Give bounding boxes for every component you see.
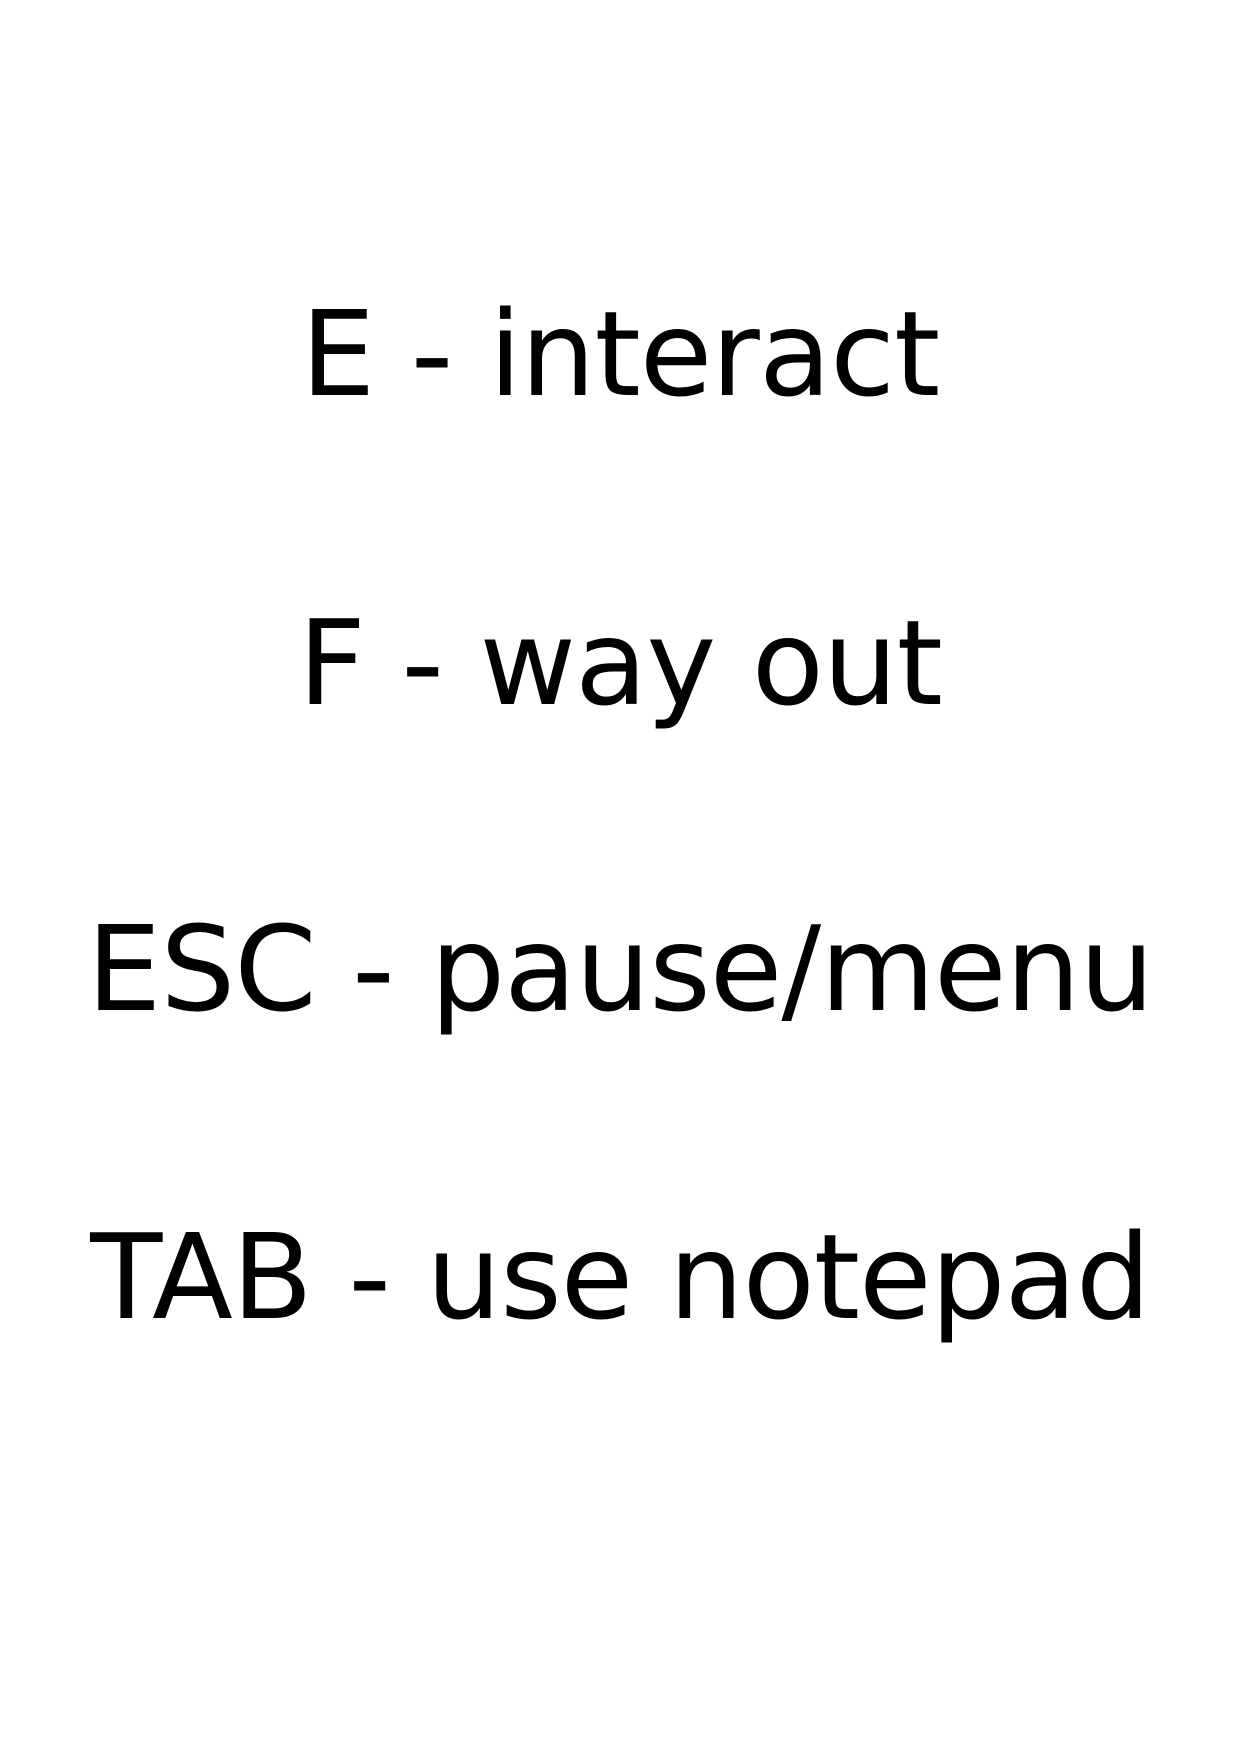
control-action: way out: [479, 594, 943, 732]
control-key: ESC: [86, 900, 317, 1038]
control-key: F: [298, 594, 366, 732]
control-action: pause/menu: [430, 900, 1154, 1038]
control-line-interact: E - interact: [0, 295, 1240, 413]
control-line-way-out: F - way out: [0, 604, 1240, 722]
control-separator: -: [364, 594, 480, 732]
control-key: E: [300, 285, 376, 423]
control-action: interact: [488, 285, 940, 423]
control-separator: -: [374, 285, 489, 423]
control-separator: -: [311, 1208, 427, 1346]
control-line-pause-menu: ESC - pause/menu: [0, 910, 1240, 1028]
control-action: use notepad: [426, 1208, 1150, 1346]
control-line-use-notepad: TAB - use notepad: [0, 1218, 1240, 1336]
control-separator: -: [315, 900, 431, 1038]
control-key: TAB: [90, 1208, 313, 1346]
